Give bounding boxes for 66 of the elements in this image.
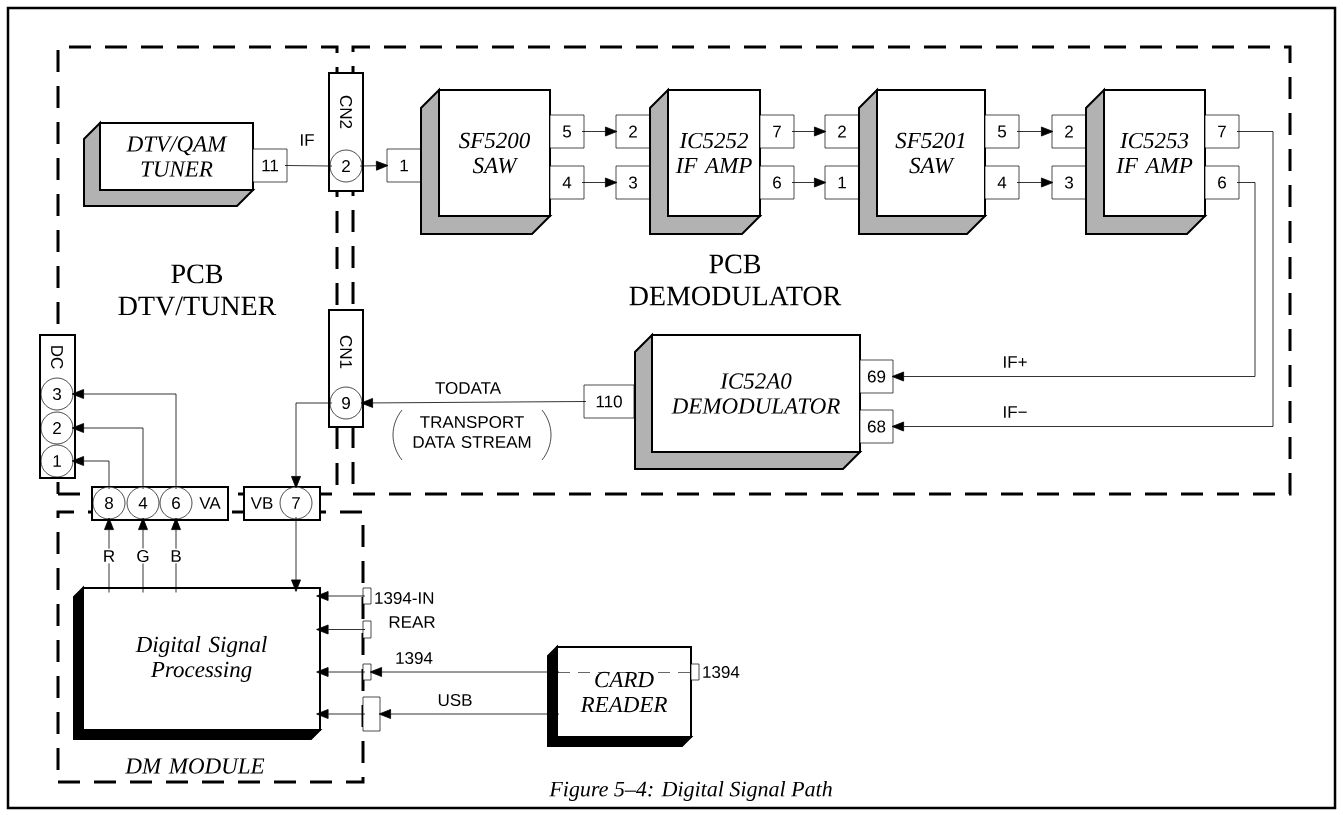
edge-label: IF+ (1001, 354, 1030, 370)
arrow (791, 126, 827, 137)
arrow (104, 517, 114, 593)
arrow (316, 709, 366, 719)
arrow (171, 517, 181, 593)
amplifier-block: IC5253 IF AMP (1103, 89, 1206, 217)
arrow (891, 131, 1274, 432)
arrow (1016, 126, 1054, 137)
pin-box: 5 (549, 114, 585, 149)
pin-box: 3 (1051, 165, 1087, 200)
pin-box: 4 (984, 165, 1020, 200)
pin-box: 2 (824, 114, 860, 149)
arrow (581, 126, 618, 137)
arrow (1016, 177, 1054, 188)
port-label: 1394-IN (375, 592, 434, 605)
pin-box: 5 (984, 114, 1020, 149)
edge-label: 1394 (393, 650, 435, 666)
edge-label: IF− (1001, 404, 1030, 420)
arrow (316, 624, 366, 635)
amplifier-block: IC5252 IF AMP (667, 89, 761, 217)
edge-label: R (101, 548, 117, 564)
caption: Figure 5–4: Digital Signal Path (549, 781, 832, 801)
pin-box: 1 (386, 148, 422, 183)
arrow (316, 667, 366, 677)
edge-label: B (168, 548, 184, 564)
arrow (291, 402, 333, 489)
pin-box: 2 (1051, 114, 1087, 149)
pin-box: 6 (1204, 165, 1240, 200)
port-box (362, 696, 381, 732)
arrow (71, 423, 144, 490)
filter-block: SF5201 SAW (876, 89, 986, 217)
demodulator-block: IC52A0 DEMODULATOR (651, 334, 861, 453)
pin-box: 110 (583, 384, 635, 419)
port-box (362, 663, 372, 681)
arrow (316, 591, 366, 601)
pin-box: 7 (759, 114, 795, 149)
pin-box: 68 (859, 409, 894, 444)
edge-label: TODATA (433, 380, 503, 396)
pin-box: 7 (1204, 114, 1240, 149)
port-label: REAR (389, 616, 435, 628)
card-reader-block: CARD READER (556, 646, 692, 738)
pin-box: 69 (859, 359, 894, 394)
arrow (71, 389, 177, 490)
arrow (359, 160, 389, 171)
arrow (891, 182, 1256, 382)
arrow (71, 456, 110, 490)
pin-box: 3 (615, 165, 651, 200)
pin-box: 6 (759, 165, 795, 200)
arrow (378, 709, 560, 719)
note-text: TRANSPORT DATA STREAM (413, 416, 531, 449)
pin-box: 4 (549, 165, 585, 200)
arrow (369, 667, 560, 677)
pin-box: 1 (824, 165, 860, 200)
arrow (138, 517, 148, 593)
arrow (581, 177, 618, 188)
arrow (291, 516, 301, 592)
edge-label: IF (297, 132, 317, 148)
arrow (360, 398, 587, 408)
edge-label: USB (436, 692, 474, 708)
pin-box: 11 (252, 148, 288, 183)
processor-block: Digital Signal Processing (82, 587, 321, 731)
filter-block: SF5200 SAW (438, 89, 551, 217)
edge-label: G (134, 548, 152, 564)
pin-box: 2 (615, 114, 651, 149)
arrow (791, 177, 827, 188)
port-label: 1394 (703, 666, 740, 679)
